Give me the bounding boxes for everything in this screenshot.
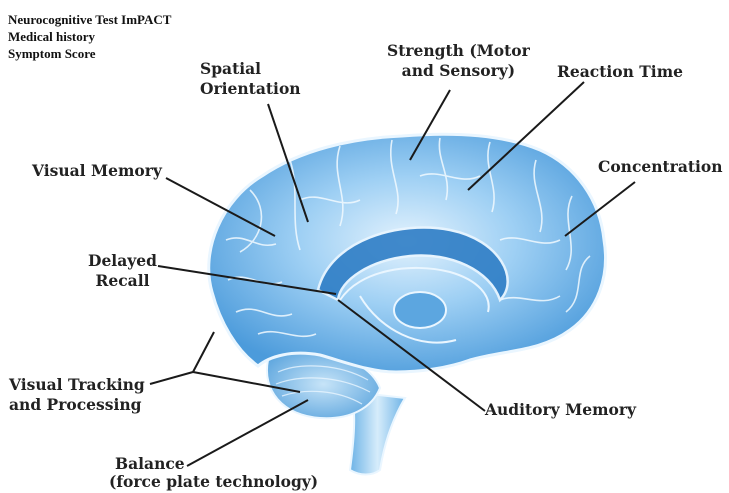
header-symptom-score: Symptom Score — [8, 45, 171, 62]
header-test-name: Neurocognitive Test ImPACT — [8, 11, 171, 28]
label-auditory-memory: Auditory Memory — [485, 400, 636, 420]
header-medical-history: Medical history — [8, 28, 171, 45]
label-visual-tracking: Visual Tracking and Processing — [9, 375, 145, 415]
label-strength: Strength (Motor and Sensory) — [387, 41, 530, 81]
header-block: Neurocognitive Test ImPACT Medical histo… — [8, 11, 171, 62]
label-concentration: Concentration — [598, 157, 723, 177]
thalamus — [394, 292, 446, 328]
label-spatial-orientation: Spatial Orientation — [200, 59, 301, 99]
label-reaction-time: Reaction Time — [557, 62, 683, 82]
label-visual-memory: Visual Memory — [32, 161, 162, 181]
label-delayed-recall: Delayed Recall — [88, 251, 157, 291]
label-balance: Balance (force plate technology) — [109, 455, 318, 491]
